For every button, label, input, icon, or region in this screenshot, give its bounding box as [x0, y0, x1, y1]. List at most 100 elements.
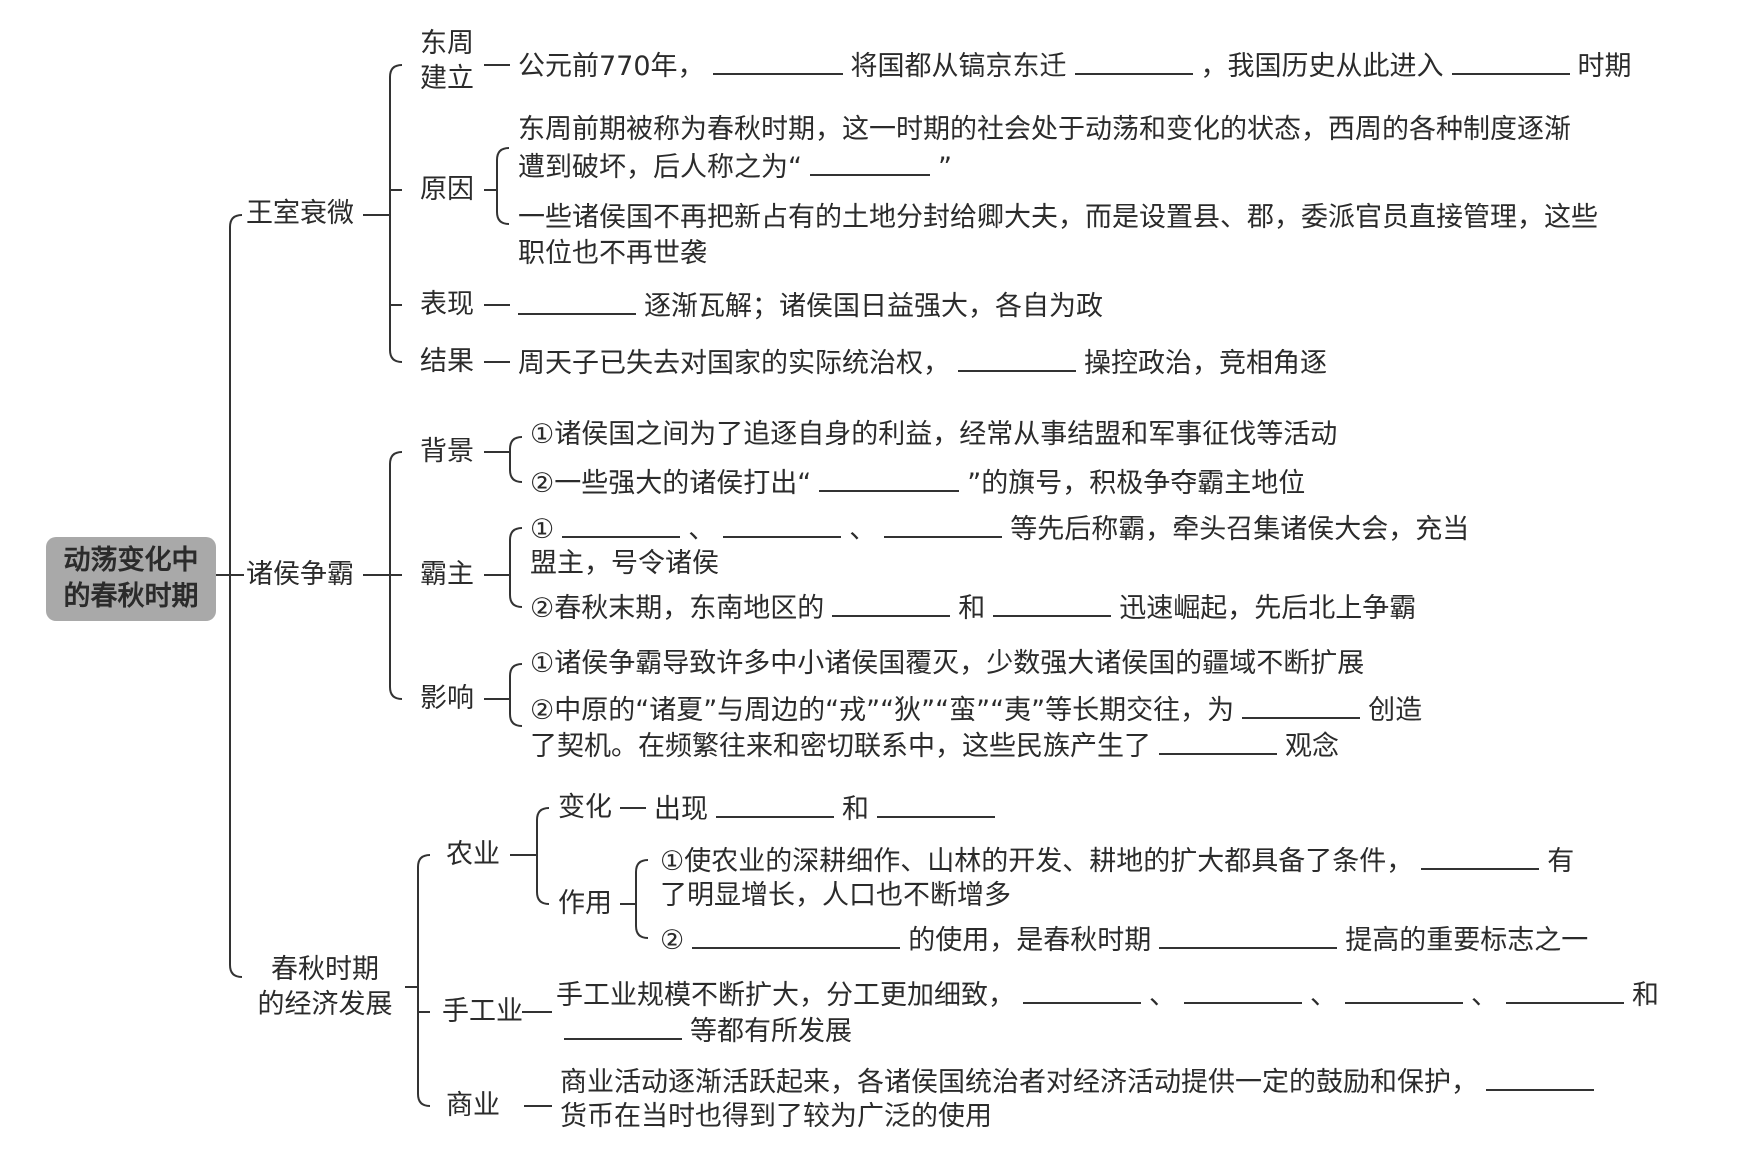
fill-blank[interactable]	[564, 1012, 682, 1040]
fill-blank[interactable]	[1184, 976, 1302, 1004]
background-point-2: ②一些强大的诸侯打出“ ”的旗号，积极争夺霸主地位	[530, 464, 1305, 502]
fill-blank[interactable]	[716, 790, 834, 818]
text: 手工业规模不断扩大，分工更加细致，	[556, 980, 1015, 1011]
branch-economy-line-2: 的经济发展	[257, 989, 393, 1020]
node-handicraft-label: 手工业	[442, 996, 523, 1027]
fill-blank[interactable]	[712, 47, 843, 75]
effect-point-1-line-2: 了明显增长，人口也不断增多	[660, 880, 1011, 911]
hegemon-point-1-line-1: ① 、 、 等先后称霸，牵头召集诸侯大会，充当	[530, 510, 1469, 548]
text: 出现	[654, 794, 708, 825]
fill-blank[interactable]	[1159, 921, 1338, 949]
text: ，我国历史从此进入	[1200, 51, 1444, 82]
node-cause-label: 原因	[420, 174, 474, 205]
fill-blank[interactable]	[1506, 976, 1624, 1004]
text: ②一些强大的诸侯打出“	[530, 468, 812, 499]
text: ”	[938, 152, 952, 183]
fill-blank[interactable]	[723, 510, 842, 538]
text: 、	[849, 514, 877, 545]
text: 和	[1632, 980, 1659, 1011]
fill-blank[interactable]	[810, 148, 930, 176]
text: ”的旗号，积极争夺霸主地位	[967, 468, 1306, 499]
branch-hegemony: 诸侯争霸	[246, 559, 354, 590]
root-line-1: 动荡变化中	[63, 545, 199, 576]
node-change-label: 变化	[558, 792, 612, 823]
hegemon-point-1-line-2: 盟主，号令诸侯	[530, 548, 719, 579]
node-influence-label: 影响	[420, 683, 474, 714]
text: 和	[958, 593, 986, 624]
node-commerce-label: 商业	[446, 1090, 500, 1121]
influence-point-2-line-2: 了契机。在频繁往来和密切联系中，这些民族产生了 观念	[530, 727, 1339, 765]
commerce-line-1: 商业活动逐渐活跃起来，各诸侯国统治者对经济活动提供一定的鼓励和保护，	[560, 1063, 1602, 1101]
fill-blank[interactable]	[692, 921, 901, 949]
influence-point-2-line-1: ②中原的“诸夏”与周边的“戎”“狄”“蛮”“夷”等长期交往，为 创造	[530, 691, 1422, 729]
fill-blank[interactable]	[832, 589, 951, 617]
hegemon-point-2: ②春秋末期，东南地区的 和 迅速崛起，先后北上争霸	[530, 589, 1416, 627]
effect-point-1-line-1: ①使农业的深耕细作、山林的开发、耕地的扩大都具备了条件， 有	[660, 842, 1574, 880]
background-point-1: ①诸侯国之间为了追逐自身的利益，经常从事结盟和军事征伐等活动	[530, 419, 1338, 450]
node-effect-label: 作用	[558, 888, 612, 919]
cause-point-2-line-1: 一些诸侯国不再把新占有的土地分封给卿大夫，而是设置县、郡，委派官员直接管理，这些	[518, 202, 1598, 233]
fill-blank[interactable]	[1451, 47, 1570, 75]
text: 遭到破坏，后人称之为“	[518, 152, 802, 183]
node-hegemon-label: 霸主	[420, 559, 474, 590]
node-eastern-zhou-label: 东周 建立	[420, 26, 474, 96]
text: 创造	[1368, 695, 1423, 726]
branch-royal-decline: 王室衰微	[246, 198, 354, 229]
text: 有	[1547, 846, 1575, 877]
text: 等先后称霸，牵头召集诸侯大会，充当	[1010, 514, 1470, 545]
fill-blank[interactable]	[518, 287, 636, 315]
text: 等都有所发展	[690, 1016, 852, 1047]
root-node: 动荡变化中 的春秋时期	[46, 537, 216, 621]
text: 周天子已失去对国家的实际统治权，	[518, 348, 950, 379]
text: 逐渐瓦解；诸侯国日益强大，各自为政	[644, 291, 1103, 322]
fill-blank[interactable]	[884, 510, 1003, 538]
manifestation-text: 逐渐瓦解；诸侯国日益强大，各自为政	[518, 287, 1103, 325]
fill-blank[interactable]	[1159, 727, 1277, 755]
text: 迅速崛起，先后北上争霸	[1119, 593, 1417, 624]
text: ②春秋末期，东南地区的	[530, 593, 825, 624]
text: 、	[1310, 980, 1337, 1011]
fill-blank[interactable]	[1242, 691, 1361, 719]
text: 了契机。在频繁往来和密切联系中，这些民族产生了	[530, 731, 1151, 762]
eastern-zhou-label-line-2: 建立	[420, 63, 474, 94]
fill-blank[interactable]	[958, 344, 1076, 372]
node-background-label: 背景	[420, 436, 474, 467]
handicraft-line-1: 手工业规模不断扩大，分工更加细致，、、、和	[556, 976, 1659, 1014]
cause-point-1-line-1: 东周前期被称为春秋时期，这一时期的社会处于动荡和变化的状态，西周的各种制度逐渐	[518, 114, 1571, 145]
text: 提高的重要标志之一	[1345, 925, 1589, 956]
text: ①使农业的深耕细作、山林的开发、耕地的扩大都具备了条件，	[660, 846, 1414, 877]
text: 观念	[1285, 731, 1339, 762]
fill-blank[interactable]	[1074, 47, 1193, 75]
text: 、	[688, 514, 716, 545]
branch-economy: 春秋时期 的经济发展	[250, 952, 400, 1022]
fill-blank[interactable]	[1486, 1063, 1594, 1091]
commerce-line-2: 货币在当时也得到了较为广泛的使用	[560, 1101, 992, 1132]
text: 商业活动逐渐活跃起来，各诸侯国统治者对经济活动提供一定的鼓励和保护，	[560, 1067, 1478, 1098]
text: ②中原的“诸夏”与周边的“戎”“狄”“蛮”“夷”等长期交往，为	[530, 695, 1235, 726]
fill-blank[interactable]	[1023, 976, 1141, 1004]
text: 公元前770年，	[518, 51, 705, 82]
fill-blank[interactable]	[877, 790, 995, 818]
node-manifestation-label: 表现	[420, 289, 474, 320]
text: 、	[1149, 980, 1176, 1011]
node-agriculture-label: 农业	[446, 839, 500, 870]
fill-blank[interactable]	[562, 510, 681, 538]
root-line-2: 的春秋时期	[63, 581, 199, 612]
eastern-zhou-text: 公元前770年，将国都从镐京东迁，我国历史从此进入时期	[518, 47, 1632, 85]
text: ②	[660, 925, 685, 956]
fill-blank[interactable]	[1421, 842, 1540, 870]
branch-economy-line-1: 春秋时期	[271, 954, 379, 985]
node-result-label: 结果	[420, 346, 474, 377]
text: 将国都从镐京东迁	[850, 51, 1067, 82]
cause-point-1-line-2: 遭到破坏，后人称之为“ ”	[518, 148, 952, 186]
fill-blank[interactable]	[993, 589, 1112, 617]
fill-blank[interactable]	[1345, 976, 1463, 1004]
change-text: 出现和	[654, 790, 1003, 828]
handicraft-line-2: 等都有所发展	[556, 1012, 852, 1050]
fill-blank[interactable]	[819, 464, 960, 492]
eastern-zhou-label-line-1: 东周	[420, 28, 474, 59]
text: ①	[530, 514, 555, 545]
